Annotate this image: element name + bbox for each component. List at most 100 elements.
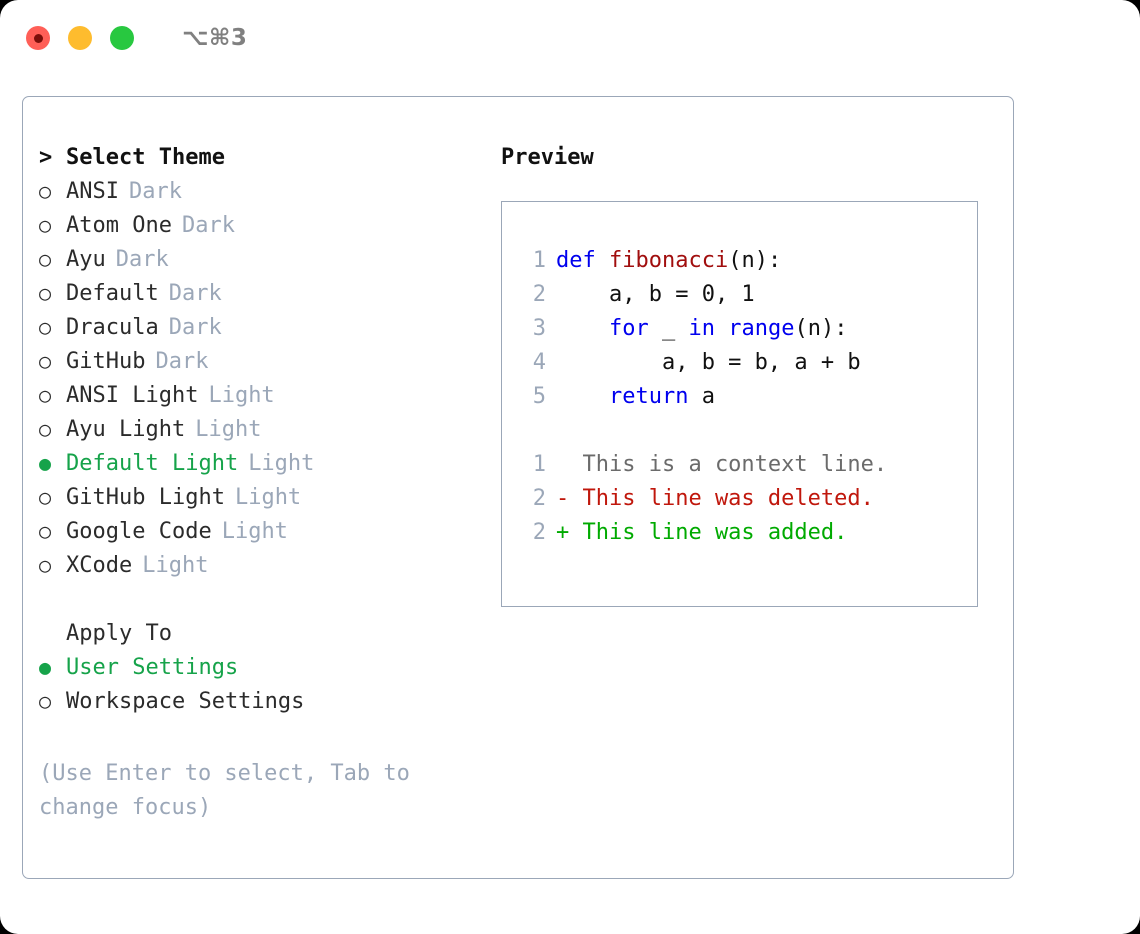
radio-unselected-icon[interactable]: ○ bbox=[39, 315, 52, 339]
apply-to-item-label: Workspace Settings bbox=[66, 689, 305, 714]
radio-unselected-icon[interactable]: ○ bbox=[39, 553, 52, 577]
code-token: This is a context line. bbox=[556, 452, 888, 477]
minimize-button-icon[interactable] bbox=[68, 26, 92, 50]
apply-to-item[interactable]: ○ Workspace Settings bbox=[39, 689, 469, 723]
code-token: a, b = 0, 1 bbox=[556, 282, 755, 307]
traffic-light-controls bbox=[26, 26, 134, 50]
theme-list-item[interactable]: ○ ANSI Dark bbox=[39, 179, 469, 213]
code-token: return bbox=[608, 384, 689, 409]
theme-item-label: ANSI bbox=[66, 179, 119, 204]
theme-item-label: GitHub Light bbox=[66, 485, 225, 510]
radio-unselected-icon[interactable]: ○ bbox=[39, 485, 52, 509]
radio-unselected-icon[interactable]: ○ bbox=[39, 213, 52, 237]
list-spacer bbox=[39, 587, 469, 621]
theme-item-variant-tag: Light bbox=[248, 451, 315, 476]
close-button-icon[interactable] bbox=[26, 26, 50, 50]
radio-selected-icon[interactable]: ● bbox=[39, 655, 52, 679]
apply-to-list: ● User Settings ○ Workspace Settings bbox=[39, 655, 469, 723]
code-line-text: a, b = 0, 1 bbox=[556, 282, 755, 307]
line-number: 4 bbox=[532, 350, 546, 375]
code-token: fibonacci bbox=[608, 248, 729, 273]
maximize-button-icon[interactable] bbox=[110, 26, 134, 50]
line-number: 2 bbox=[532, 282, 546, 307]
line-number: 2 bbox=[532, 486, 546, 511]
theme-item-variant-tag: Dark bbox=[181, 213, 235, 238]
code-line-text: def fibonacci(n): bbox=[556, 248, 781, 273]
line-number: 2 bbox=[532, 520, 546, 545]
radio-unselected-icon[interactable]: ○ bbox=[39, 417, 52, 441]
radio-unselected-icon[interactable]: ○ bbox=[39, 689, 52, 713]
code-line: 2 a, b = 0, 1 bbox=[518, 282, 977, 316]
theme-list-item[interactable]: ○ GitHub Light Light bbox=[39, 485, 469, 519]
theme-item-variant-tag: Light bbox=[234, 485, 302, 510]
code-line: 1 def fibonacci(n): bbox=[518, 248, 977, 282]
code-token: + This line was added. bbox=[556, 520, 848, 545]
theme-list-item[interactable]: ○ XCode Light bbox=[39, 553, 469, 587]
keyboard-shortcut-label: ⌥⌘3 bbox=[182, 25, 248, 51]
apply-to-item-label: User Settings bbox=[66, 655, 239, 680]
apply-to-header-indent bbox=[39, 621, 66, 655]
theme-list-item[interactable]: ○ Atom One Dark bbox=[39, 213, 469, 247]
radio-unselected-icon[interactable]: ○ bbox=[39, 281, 52, 305]
theme-list-header: > Select Theme bbox=[39, 145, 469, 179]
code-line-text: return a bbox=[556, 384, 715, 409]
theme-item-label: Atom One bbox=[66, 213, 172, 238]
title-bar: ⌥⌘3 bbox=[0, 0, 1140, 76]
code-line-text: for _ in range(n): bbox=[556, 316, 847, 341]
theme-item-variant-tag: Light bbox=[195, 417, 262, 442]
radio-unselected-icon[interactable]: ○ bbox=[39, 383, 52, 407]
theme-item-label: Google Code bbox=[66, 519, 212, 544]
diff-line: 2 + This line was added. bbox=[518, 520, 977, 554]
code-token bbox=[556, 384, 609, 409]
theme-item-variant-tag: Dark bbox=[115, 247, 169, 272]
theme-list-item[interactable]: ○ Ayu Dark bbox=[39, 247, 469, 281]
theme-item-variant-tag: Dark bbox=[155, 349, 209, 374]
apply-to-header-label: Apply To bbox=[66, 621, 172, 646]
code-line-text: This is a context line. bbox=[556, 452, 887, 477]
caret-icon: > bbox=[39, 145, 53, 170]
theme-item-label: Ayu bbox=[66, 247, 106, 272]
theme-item-label: GitHub bbox=[66, 349, 146, 374]
code-token: in bbox=[688, 316, 715, 341]
code-line-text: - This line was deleted. bbox=[556, 486, 874, 511]
theme-item-label: Default bbox=[66, 281, 159, 306]
line-number: 1 bbox=[532, 452, 546, 477]
code-line-text: a, b = b, a + b bbox=[556, 350, 861, 375]
theme-list-item[interactable]: ○ GitHub Dark bbox=[39, 349, 469, 383]
code-token: range bbox=[728, 316, 795, 341]
theme-item-label: XCode bbox=[66, 553, 133, 578]
close-inner-dot-icon bbox=[33, 33, 43, 43]
keyboard-hint-text: (Use Enter to select, Tab to change focu… bbox=[39, 761, 410, 820]
code-line: 3 for _ in range(n): bbox=[518, 316, 977, 350]
theme-item-variant-tag: Light bbox=[208, 383, 275, 408]
theme-list-item[interactable]: ○ ANSI Light Light bbox=[39, 383, 469, 417]
radio-selected-icon[interactable]: ● bbox=[39, 451, 52, 475]
theme-item-label: ANSI Light bbox=[66, 383, 199, 408]
code-line: 4 a, b = b, a + b bbox=[518, 350, 977, 384]
code-token: - This line was deleted. bbox=[556, 486, 874, 511]
line-number: 5 bbox=[532, 384, 546, 409]
radio-unselected-icon[interactable]: ○ bbox=[39, 349, 52, 373]
code-line: 5 return a bbox=[518, 384, 977, 418]
theme-item-variant-tag: Dark bbox=[168, 315, 222, 340]
diff-line: 1 This is a context line. bbox=[518, 452, 977, 486]
theme-item-variant-tag: Light bbox=[142, 553, 209, 578]
theme-item-variant-tag: Dark bbox=[168, 281, 222, 306]
radio-unselected-icon[interactable]: ○ bbox=[39, 247, 52, 271]
radio-unselected-icon[interactable]: ○ bbox=[39, 179, 52, 203]
apply-to-item[interactable]: ● User Settings bbox=[39, 655, 469, 689]
line-number: 1 bbox=[532, 248, 546, 273]
radio-unselected-icon[interactable]: ○ bbox=[39, 519, 52, 543]
theme-item-variant-tag: Dark bbox=[128, 179, 182, 204]
theme-list-item[interactable]: ○ Default Dark bbox=[39, 281, 469, 315]
